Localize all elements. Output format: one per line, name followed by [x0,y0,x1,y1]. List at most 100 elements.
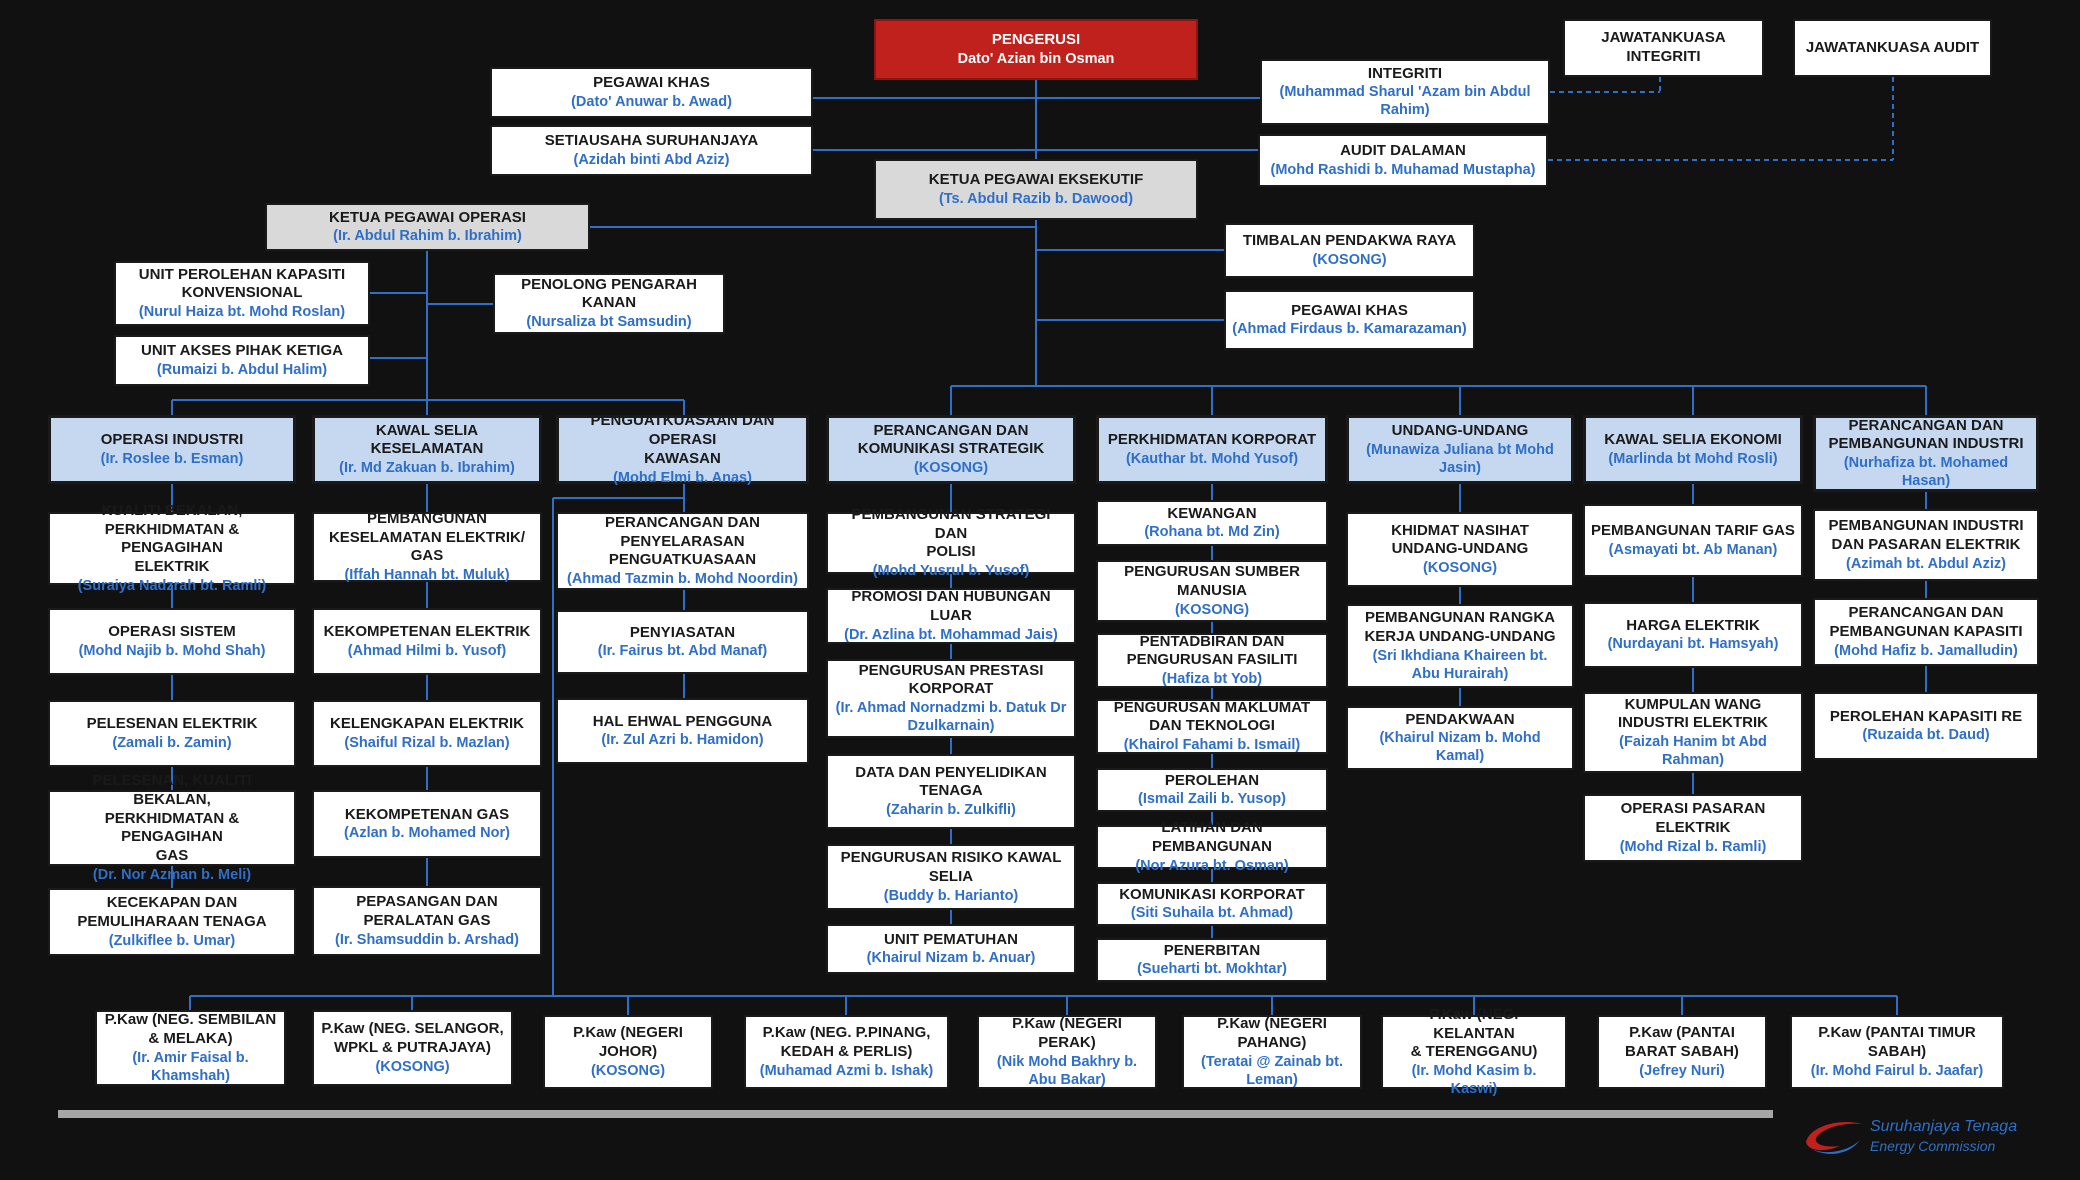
box-title: PERANCANGAN DAN PEMBANGUNAN INDUSTRI [1828,416,2024,453]
box-title: PELESENAN ELEKTRIK [86,715,258,733]
box-name: (Dr. Azlina bt. Mohammad Jais) [844,626,1058,643]
box-title: PEROLEHAN [1164,771,1260,789]
box-name: (Ir. Amir Faisal b. Khamshah) [132,1049,249,1084]
perancangan-komunikasi-box: PERANCANGAN DAN KOMUNIKASI STRATEGIK(KOS… [826,415,1076,484]
pkaw-sembilan-box: P.Kaw (NEG. SEMBILAN & MELAKA)(Ir. Amir … [95,1010,286,1086]
box-title: HARGA ELEKTRIK [1626,616,1760,634]
box-name: (Nursaliza bt Samsudin) [526,314,692,331]
box-name: (Shaiful Rizal b. Mazlan) [344,734,510,751]
kualiti-bekalan-box: KUALITI BEKALAN, PERKHIDMATAN & PENGAGIH… [48,502,296,594]
kekompetenan-elektrik-box: KEKOMPETENAN ELEKTRIK(Ahmad Hilmi b. Yus… [312,608,542,675]
box-name: (Ir. Mohd Fairul b. Jaafar) [1810,1062,1984,1079]
box-name: (Muhammad Sharul 'Azam bin Abdul Rahim) [1279,84,1531,119]
penerbitan-box: PENERBITAN(Sueharti bt. Mokhtar) [1096,938,1328,982]
box-title: OPERASI INDUSTRI [100,431,244,449]
box-name: (Ahmad Hilmi b. Yusof) [347,642,507,659]
box-name: (Zaharin b. Zulkifli) [886,802,1016,819]
box-name: (Sueharti bt. Mokhtar) [1137,961,1287,978]
box-name: (Mohd Elmi b. Anas) [613,469,752,486]
pentadbiran-box: PENTADBIRAN DAN PENGURUSAN FASILITI(Hafi… [1096,633,1328,688]
box-title: PERKHIDMATAN KORPORAT [1107,431,1317,449]
box-title: UNIT PEMATUHAN [884,930,1018,948]
box-title: KEKOMPETENAN ELEKTRIK [323,623,531,641]
box-name: (Ir. Md Zakuan b. Ibrahim) [339,460,515,477]
box-title: PENTADBIRAN DAN PENGURUSAN FASILITI [1126,632,1298,669]
box-title: OPERASI PASARAN ELEKTRIK [1620,800,1766,836]
box-name: (Mohd Hafiz b. Jamalludin) [1834,642,2018,659]
jk-audit-box: JAWATANKUASA AUDIT [1793,19,1992,77]
box-title: P.Kaw (NEG. SEMBILAN & MELAKA) [104,1011,277,1047]
box-name: (Ahmad Tazmin b. Mohd Noordin) [567,571,798,588]
risiko-box: PENGURUSAN RISIKO KAWAL SELIA(Buddy b. H… [826,844,1076,910]
hal-ehwal-box: HAL EHWAL PENGGUNA(Ir. Zul Azri b. Hamid… [556,698,809,764]
box-name: (Zamali b. Zamin) [112,734,232,751]
kewangan-box: KEWANGAN(Rohana bt. Md Zin) [1096,500,1328,546]
pkaw-kelantan-box: P.Kaw (NEG. KELANTAN & TERENGGANU)(Ir. M… [1381,1006,1567,1097]
box-title: LATIHAN DAN PEMBANGUNAN [1152,819,1272,855]
box-title: KECEKAPAN DAN PEMULIHARAAN TENAGA [77,894,267,930]
pkaw-pinang-box: P.Kaw (NEG. P.PINANG, KEDAH & PERLIS)(Mu… [744,1015,949,1089]
perancangan-penguatkuasaan-box: PERANCANGAN DAN PENYELARASAN PENGUATKUAS… [556,512,809,590]
box-name: (Nor Azura bt. Osman) [1135,857,1289,874]
box-name: (Khairul Nizam b. Mohd Kamal) [1379,730,1541,765]
box-title: PENYIASATAN [629,623,736,641]
box-name: (Nurul Haiza bt. Mohd Roslan) [138,304,346,321]
box-title: TIMBALAN PENDAKWA RAYA [1242,232,1457,250]
data-penyelidikan-box: DATA DAN PENYELIDIKAN TENAGA(Zaharin b. … [826,754,1076,829]
box-title: PENGUATKUASAAN DAN OPERASI KAWASAN [590,412,775,467]
pendakwaan-box: PENDAKWAAN(Khairul Nizam b. Mohd Kamal) [1346,706,1574,770]
box-title: KUALITI BEKALAN, PERKHIDMATAN & PENGAGIH… [101,501,243,576]
box-name: (Kauthar bt. Mohd Yusof) [1125,450,1299,467]
box-name: (Ir. Fairus bt. Abd Manaf) [597,643,768,660]
box-name: (Azlan b. Mohamed Nor) [344,825,510,842]
box-title: KEKOMPETENAN GAS [344,805,510,823]
box-name: (KOSONG) [1422,560,1498,577]
tarif-gas-box: PEMBANGUNAN TARIF GAS(Asmayati bt. Ab Ma… [1583,504,1803,577]
box-name: (Ir. Shamsuddin b. Arshad) [335,931,519,948]
box-name: (Zulkiflee b. Umar) [108,932,236,949]
khidmat-nasihat-box: KHIDMAT NASIHAT UNDANG-UNDANG (KOSONG) [1346,512,1574,587]
perancangan-kapasiti-box: PERANCANGAN DAN PEMBANGUNAN KAPASITI (Moh… [1813,598,2039,666]
box-name: (Ismail Zaili b. Yusop) [1138,791,1286,808]
komunikasi-korporat-box: KOMUNIKASI KORPORAT(Siti Suhaila bt. Ahm… [1096,882,1328,926]
box-title: KUMPULAN WANG INDUSTRI ELEKTRIK [1618,695,1768,732]
box-title: SETIAUSAHA SURUHANJAYA [544,132,759,150]
pkaw-pahang-box: P.Kaw (NEGERI PAHANG)(Teratai @ Zainab b… [1182,1015,1362,1089]
kawal-selia-keselamatan-box: KAWAL SELIA KESELAMATAN(Ir. Md Zakuan b.… [312,415,542,484]
box-title: PERANCANGAN DAN PEMBANGUNAN KAPASITI [1829,604,2023,640]
penguatkuasaan-box: PENGUATKUASAAN DAN OPERASI KAWASAN (Mohd … [556,412,809,486]
box-title: PEMBANGUNAN RANGKA KERJA UNDANG-UNDANG [1364,609,1556,645]
box-title: PEROLEHAN KAPASITI RE [1829,707,2023,725]
box-name: (Sri Ikhdiana Khaireen bt. Abu Hurairah) [1372,647,1548,682]
rangka-kerja-box: PEMBANGUNAN RANGKA KERJA UNDANG-UNDANG(S… [1346,604,1574,688]
pkaw-perak-box: P.Kaw (NEGERI PERAK)(Nik Mohd Bakhry b. … [977,1015,1157,1089]
box-title: PEMBANGUNAN INDUSTRI DAN PASARAN ELEKTRI… [1828,517,2024,553]
box-title: PEGAWAI KHAS [593,74,710,92]
box-name: (Ir. Ahmad Nornadzmi b. Datuk Dr Dzulkar… [835,700,1067,735]
operasi-pasaran-box: OPERASI PASARAN ELEKTRIK(Mohd Rizal b. R… [1583,794,1803,862]
box-name: (Teratai @ Zainab bt. Leman) [1201,1053,1343,1088]
harga-elektrik-box: HARGA ELEKTRIK(Nurdayani bt. Hamsyah) [1583,602,1803,668]
unit-perolehan-kapasiti-box: UNIT PEROLEHAN KAPASITI KONVENSIONAL(Nur… [114,261,370,326]
box-name: (KOSONG) [913,460,989,477]
box-title: KHIDMAT NASIHAT UNDANG-UNDANG [1391,521,1529,558]
maklumat-box: PENGURUSAN MAKLUMAT DAN TEKNOLOGI(Khairo… [1096,699,1328,754]
box-name: (Buddy b. Harianto) [883,887,1019,904]
box-name: (Muhamad Azmi b. Ishak) [759,1062,934,1079]
box-name: (Azidah binti Abd Aziz) [573,151,730,168]
pkaw-timur-sabah-box: P.Kaw (PANTAI TIMUR SABAH)(Ir. Mohd Fair… [1790,1015,2004,1089]
integriti-box: INTEGRITI(Muhammad Sharul 'Azam bin Abdu… [1260,59,1550,125]
box-title: P.Kaw (NEG. KELANTAN & TERENGGANU) [1410,1005,1538,1061]
box-name: (KOSONG) [1174,601,1250,618]
box-name: (Marlinda bt Mohd Rosli) [1608,450,1778,467]
perolehan-box: PEROLEHAN (Ismail Zaili b. Yusop) [1096,768,1328,812]
box-name: (Ir. Abdul Rahim b. Ibrahim) [333,228,522,245]
box-name: (Khairul Nizam b. Anuar) [866,950,1036,967]
box-title: PEMBANGUNAN TARIF GAS [1591,522,1795,540]
undang-undang-box: UNDANG-UNDANG(Munawiza Juliana bt Mohd J… [1346,415,1574,484]
box-title: P.Kaw (NEG. SELANGOR, WPKL & PUTRAJAYA) [321,1020,504,1056]
pembangunan-industri-box: PEMBANGUNAN INDUSTRI DAN PASARAN ELEKTRI… [1813,509,2039,581]
logo-line-2: Energy Commission [1870,1138,1996,1154]
box-name: (Iffah Hannah bt. Muluk) [344,567,510,584]
